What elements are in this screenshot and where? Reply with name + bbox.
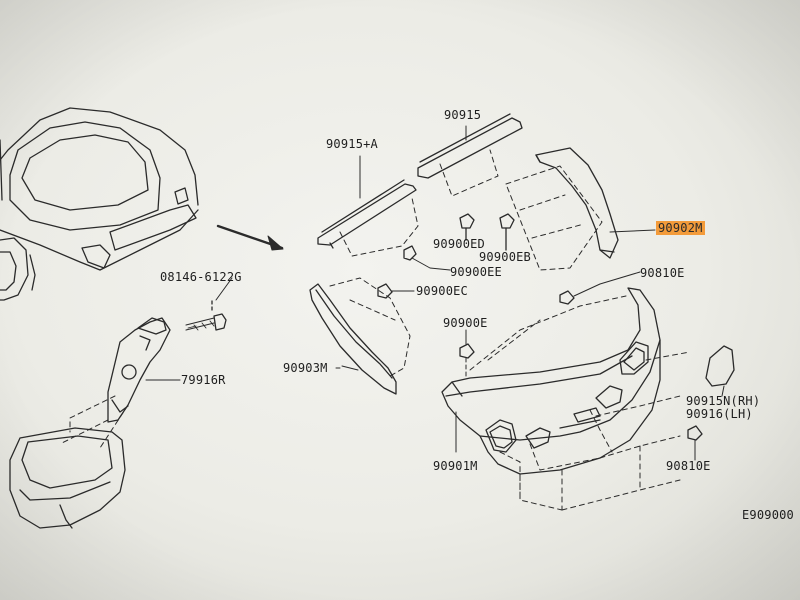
part-label-90810e-top: 90810E — [640, 266, 685, 280]
arrow-right-icon — [216, 224, 284, 251]
part-label-79916r: 79916R — [181, 373, 226, 387]
trim-strip-90915-a — [317, 179, 417, 249]
side-trim-panel-90903m — [309, 283, 397, 395]
trunk-lid-finisher-90901m — [441, 287, 661, 475]
trunk-lid-illustration — [9, 427, 126, 529]
diagram-reference-code: E909000 — [742, 508, 794, 522]
part-label-90903m: 90903M — [283, 361, 328, 375]
part-label-90810e-bottom: 90810E — [666, 459, 711, 473]
part-label-08146-6122g: 08146-6122G — [160, 270, 242, 284]
clip-90900ed — [459, 213, 475, 241]
part-label-90900eb: 90900EB — [479, 250, 531, 264]
end-cap-90915n — [705, 345, 735, 387]
clip-90900ec — [377, 283, 415, 299]
part-label-90902m: 90902M — [656, 221, 705, 235]
part-label-90900ec: 90900EC — [416, 284, 468, 298]
part-label-90915n-rh: 90915N(RH) — [686, 394, 761, 408]
side-trim-panel-90902m — [535, 147, 619, 259]
clip-90900e — [459, 329, 475, 379]
clip-90810e-bottom — [687, 425, 703, 461]
car-rear-illustration — [0, 107, 199, 301]
part-label-90901m: 90901M — [433, 459, 478, 473]
clip-90900ee — [403, 245, 451, 271]
part-label-90915-a: 90915+A — [326, 137, 378, 151]
part-label-90900ee: 90900EE — [450, 265, 502, 279]
trunk-hinge-bracket — [107, 317, 171, 423]
bolt-icon — [185, 299, 227, 331]
clip-90810e-top — [559, 271, 641, 305]
part-label-90916-lh: 90916(LH) — [686, 407, 753, 421]
part-label-90900ed: 90900ED — [433, 237, 485, 251]
part-label-90915: 90915 — [444, 108, 482, 122]
part-label-90900e: 90900E — [443, 316, 488, 330]
trim-strip-90915 — [417, 113, 523, 179]
clip-90900eb — [499, 213, 515, 251]
